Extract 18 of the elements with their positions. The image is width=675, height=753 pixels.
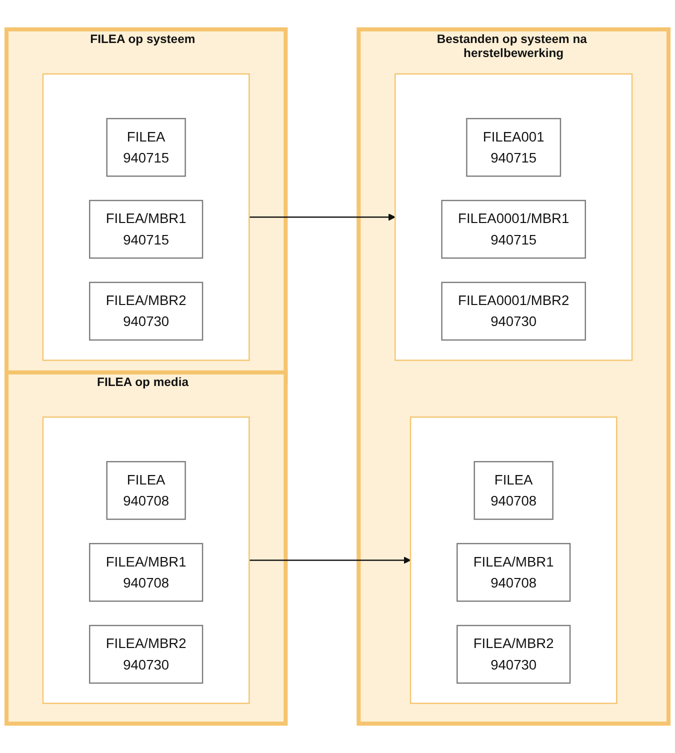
arrow <box>249 214 396 221</box>
node-box: FILEA0001/MBR2 940730 <box>441 282 586 341</box>
node-box: FILEA/MBR1 940715 <box>89 200 204 259</box>
node-box: FILEA 940708 <box>474 461 554 520</box>
node-box: FILEA0001/MBR1 940715 <box>441 200 586 259</box>
node-box: FILEA/MBR1 940708 <box>89 542 204 602</box>
node-box: FILEA/MBR2 940730 <box>89 282 204 341</box>
cluster <box>410 416 618 704</box>
cluster <box>42 73 250 361</box>
node-box: FILEA/MBR2 940730 <box>89 624 204 684</box>
node-box: FILEA 940715 <box>106 118 186 177</box>
node-box: FILEA/MBR2 940730 <box>456 624 571 684</box>
arrow <box>249 556 411 564</box>
node-box: FILEA/MBR1 940708 <box>456 542 571 602</box>
node-box: FILEA 940708 <box>106 461 186 520</box>
cluster <box>42 416 250 704</box>
cluster <box>394 73 633 361</box>
node-box: FILEA001 940715 <box>466 118 562 177</box>
